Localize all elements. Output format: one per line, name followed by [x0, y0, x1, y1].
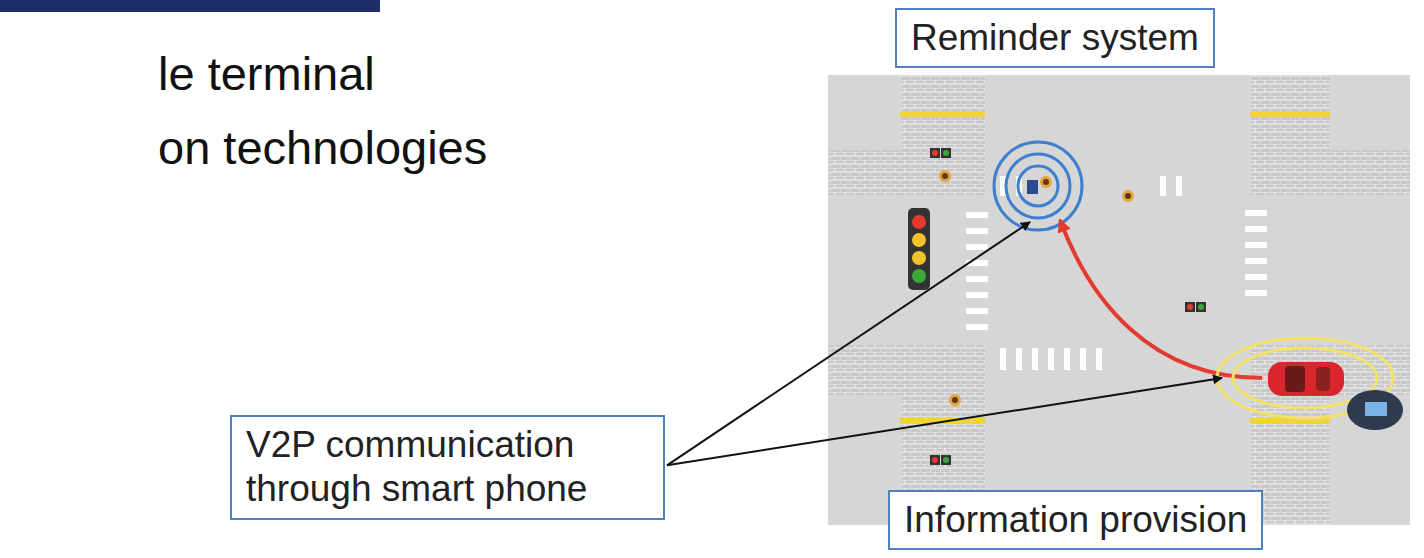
leader-arrow: [667, 378, 1222, 465]
box-text: Information provision: [904, 498, 1247, 542]
leader-arrow: [667, 222, 1030, 465]
box-text: V2P communication through smart phone: [246, 423, 649, 512]
slide-text: on technologies: [158, 120, 487, 175]
callout-box: Information provision: [888, 490, 1263, 550]
callout-box: Reminder system: [895, 8, 1215, 68]
title-bar: [0, 0, 380, 12]
slide-text: le terminal: [158, 46, 375, 101]
box-text: Reminder system: [911, 16, 1199, 60]
callout-box: V2P communication through smart phone: [230, 415, 665, 520]
